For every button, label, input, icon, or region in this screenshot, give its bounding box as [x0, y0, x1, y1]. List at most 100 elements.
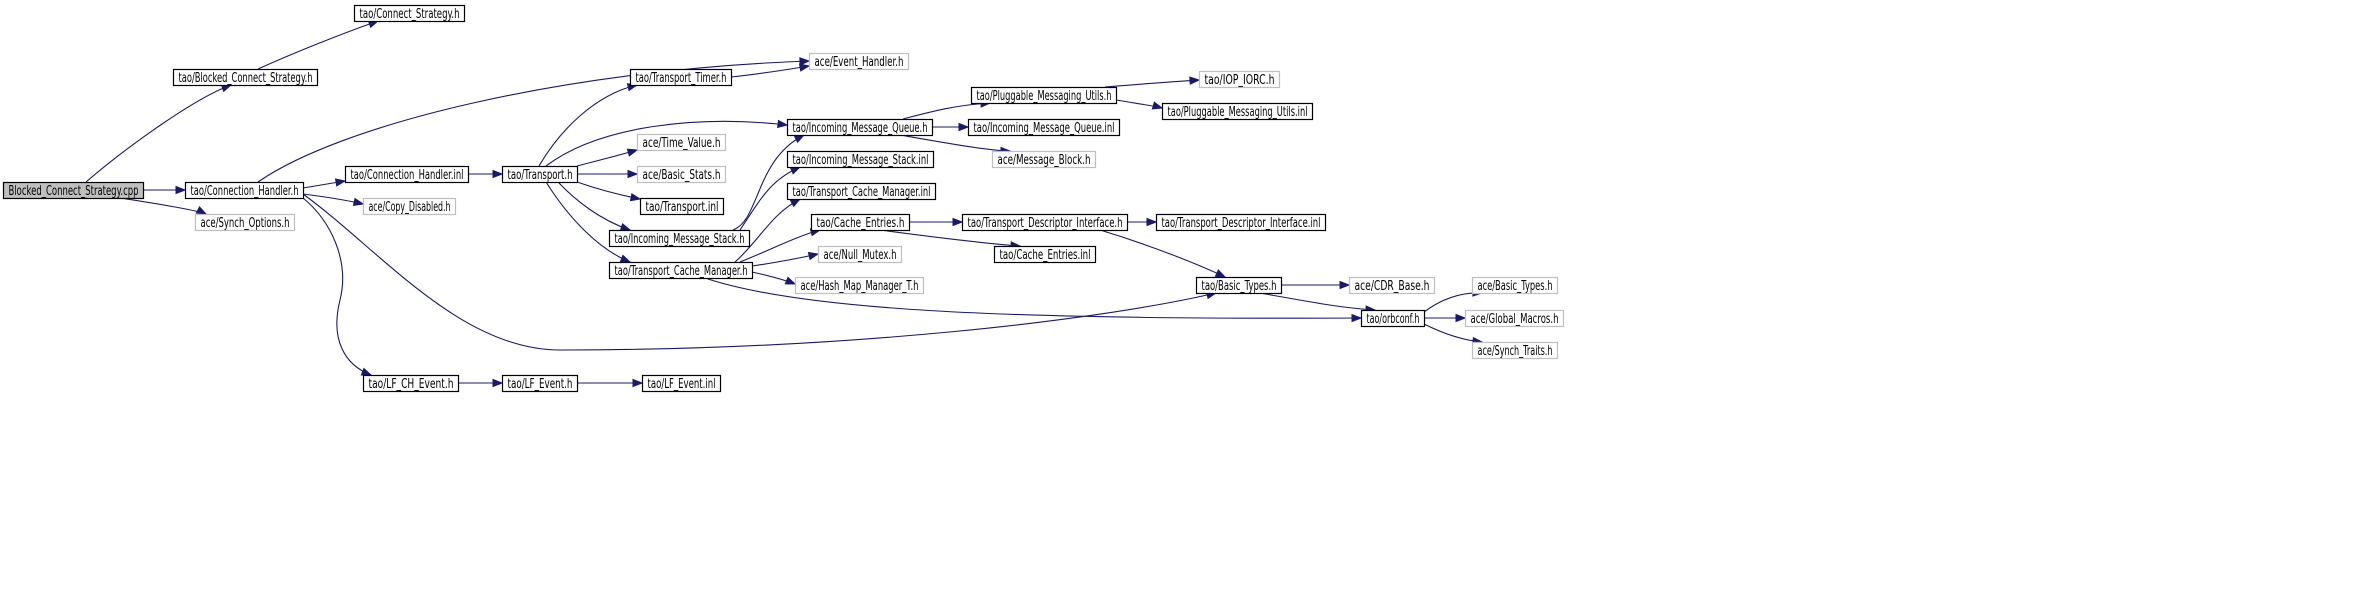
edge-n31-n33 — [1424, 313, 1467, 323]
arrowhead-icon — [1151, 101, 1164, 110]
node-n8[interactable]: tao/Transport.h — [501, 165, 579, 184]
node-n37[interactable]: tao/LF_Event.inl — [641, 374, 722, 393]
node-n27[interactable]: tao/Transport_Descriptor_Interface.inl — [1155, 213, 1327, 232]
node-label: tao/Cache_Entries.h — [817, 216, 905, 231]
arrowhead-icon — [175, 185, 187, 195]
node-box — [362, 374, 460, 393]
node-n2[interactable]: tao/Connect_Strategy.h — [353, 4, 466, 23]
node-box — [184, 181, 305, 200]
node-box — [808, 52, 910, 71]
edge-line — [257, 20, 379, 70]
node-n17[interactable]: tao/Transport_Cache_Manager.inl — [786, 182, 937, 201]
edge-n9-n3 — [730, 63, 811, 78]
edge-n14-n31 — [704, 277, 1363, 323]
node-box — [639, 197, 725, 216]
node-label: ace/Synch_Traits.h — [1478, 344, 1553, 359]
node-label: tao/Transport_Timer.h — [636, 71, 727, 86]
node-box — [1471, 341, 1559, 360]
node-n13[interactable]: tao/Incoming_Message_Stack.h — [608, 229, 751, 248]
node-n4[interactable]: tao/Connection_Handler.h — [184, 181, 305, 200]
node-n36[interactable]: tao/LF_Event.h — [501, 374, 579, 393]
node-box — [786, 150, 935, 169]
node-n0[interactable]: Blocked_Connect_Strategy.cpp — [2, 181, 145, 200]
arrowhead-icon — [334, 178, 347, 187]
node-box — [608, 261, 754, 280]
edge-n15-n22 — [932, 122, 970, 132]
node-n18[interactable]: tao/Cache_Entries.h — [810, 213, 911, 232]
edge-n8-n15 — [545, 119, 789, 167]
node-label: ace/Time_Value.h — [643, 136, 721, 151]
node-n15[interactable]: tao/Incoming_Message_Queue.h — [786, 118, 934, 137]
node-n24: tao/IOP_IORC.h — [1198, 70, 1281, 89]
edge-line — [545, 120, 788, 167]
edge-n14-n19 — [751, 251, 820, 267]
arrowhead-icon — [352, 197, 365, 206]
node-box — [608, 229, 751, 248]
node-label: ace/Null_Mutex.h — [824, 248, 897, 263]
node-box — [194, 213, 296, 232]
node-n26[interactable]: tao/Transport_Descriptor_Interface.h — [961, 213, 1129, 232]
edge-line — [1099, 229, 1226, 278]
edge-line — [734, 198, 801, 263]
node-n9[interactable]: tao/Transport_Timer.h — [629, 68, 733, 87]
edge-n4-n35 — [302, 197, 373, 376]
edge-n31-n34 — [1423, 323, 1484, 346]
arrowhead-icon — [1146, 217, 1158, 227]
edge-n0-n4 — [143, 185, 187, 195]
node-label: Blocked_Connect_Strategy.cpp — [9, 184, 139, 199]
edge-n21-n25 — [1115, 99, 1164, 110]
node-label: ace/Global_Macros.h — [1471, 312, 1559, 327]
node-label: tao/orbconf.h — [1367, 312, 1420, 327]
node-n20: ace/Hash_Map_Manager_T.h — [794, 276, 925, 295]
edge-n36-n37 — [577, 378, 644, 388]
node-label: tao/Transport_Descriptor_Interface.h — [968, 216, 1123, 231]
node-box — [1198, 70, 1281, 89]
node-n1[interactable]: tao/Blocked_Connect_Strategy.h — [172, 68, 319, 87]
node-label: tao/Incoming_Message_Stack.h — [615, 232, 745, 247]
node-n25[interactable]: tao/Pluggable_Messaging_Utils.inl — [1161, 102, 1314, 121]
node-label: tao/Connect_Strategy.h — [360, 7, 460, 22]
edge-line — [85, 84, 232, 183]
edge-n26-n27 — [1127, 217, 1158, 227]
node-label: tao/Basic_Types.h — [1202, 279, 1277, 294]
node-n29[interactable]: tao/Basic_Types.h — [1195, 276, 1283, 295]
node-label: tao/LF_CH_Event.h — [369, 377, 454, 392]
node-box — [970, 86, 1118, 105]
arrowhead-icon — [1351, 313, 1363, 323]
node-n14[interactable]: tao/Transport_Cache_Manager.h — [608, 261, 754, 280]
arrowhead-icon — [492, 378, 504, 388]
edge-n8-n13 — [557, 181, 632, 232]
node-box — [2, 181, 145, 200]
node-n31[interactable]: tao/orbconf.h — [1360, 309, 1426, 328]
node-n35[interactable]: tao/LF_CH_Event.h — [362, 374, 460, 393]
node-n12[interactable]: tao/Transport.inl — [639, 197, 725, 216]
node-label: ace/Hash_Map_Manager_T.h — [801, 279, 919, 294]
edge-n21-n24 — [1104, 76, 1201, 88]
arrowhead-icon — [784, 276, 797, 285]
edge-line — [1259, 292, 1376, 311]
node-label: tao/Blocked_Connect_Strategy.h — [179, 71, 313, 86]
edge-n0-n1 — [85, 84, 233, 183]
arrowhead-icon — [632, 378, 644, 388]
node-n21[interactable]: tao/Pluggable_Messaging_Utils.h — [970, 86, 1118, 105]
arrowhead-icon — [1189, 76, 1201, 85]
node-n28[interactable]: tao/Cache_Entries.inl — [993, 245, 1097, 264]
edge-n1-n2 — [257, 20, 380, 70]
node-n6[interactable]: tao/Connection_Handler.inl — [344, 165, 470, 184]
edge-n26-n29 — [1099, 229, 1227, 278]
node-label: ace/Message_Block.h — [998, 153, 1091, 168]
arrowhead-icon — [1455, 313, 1467, 323]
arrowhead-icon — [1214, 269, 1227, 278]
node-n10: ace/Time_Value.h — [636, 133, 727, 152]
node-box — [967, 118, 1121, 137]
node-box — [172, 68, 319, 87]
node-label: tao/Cache_Entries.inl — [1000, 248, 1091, 263]
arrowhead-icon — [958, 122, 970, 132]
node-n16[interactable]: tao/Incoming_Message_Stack.inl — [786, 150, 935, 169]
node-n22[interactable]: tao/Incoming_Message_Queue.inl — [967, 118, 1121, 137]
node-n11: ace/Basic_Stats.h — [636, 165, 727, 184]
node-n3: ace/Event_Handler.h — [808, 52, 910, 71]
edge-n6-n8 — [468, 169, 504, 179]
node-label: tao/Transport.h — [508, 168, 573, 183]
edge-line — [557, 181, 631, 231]
